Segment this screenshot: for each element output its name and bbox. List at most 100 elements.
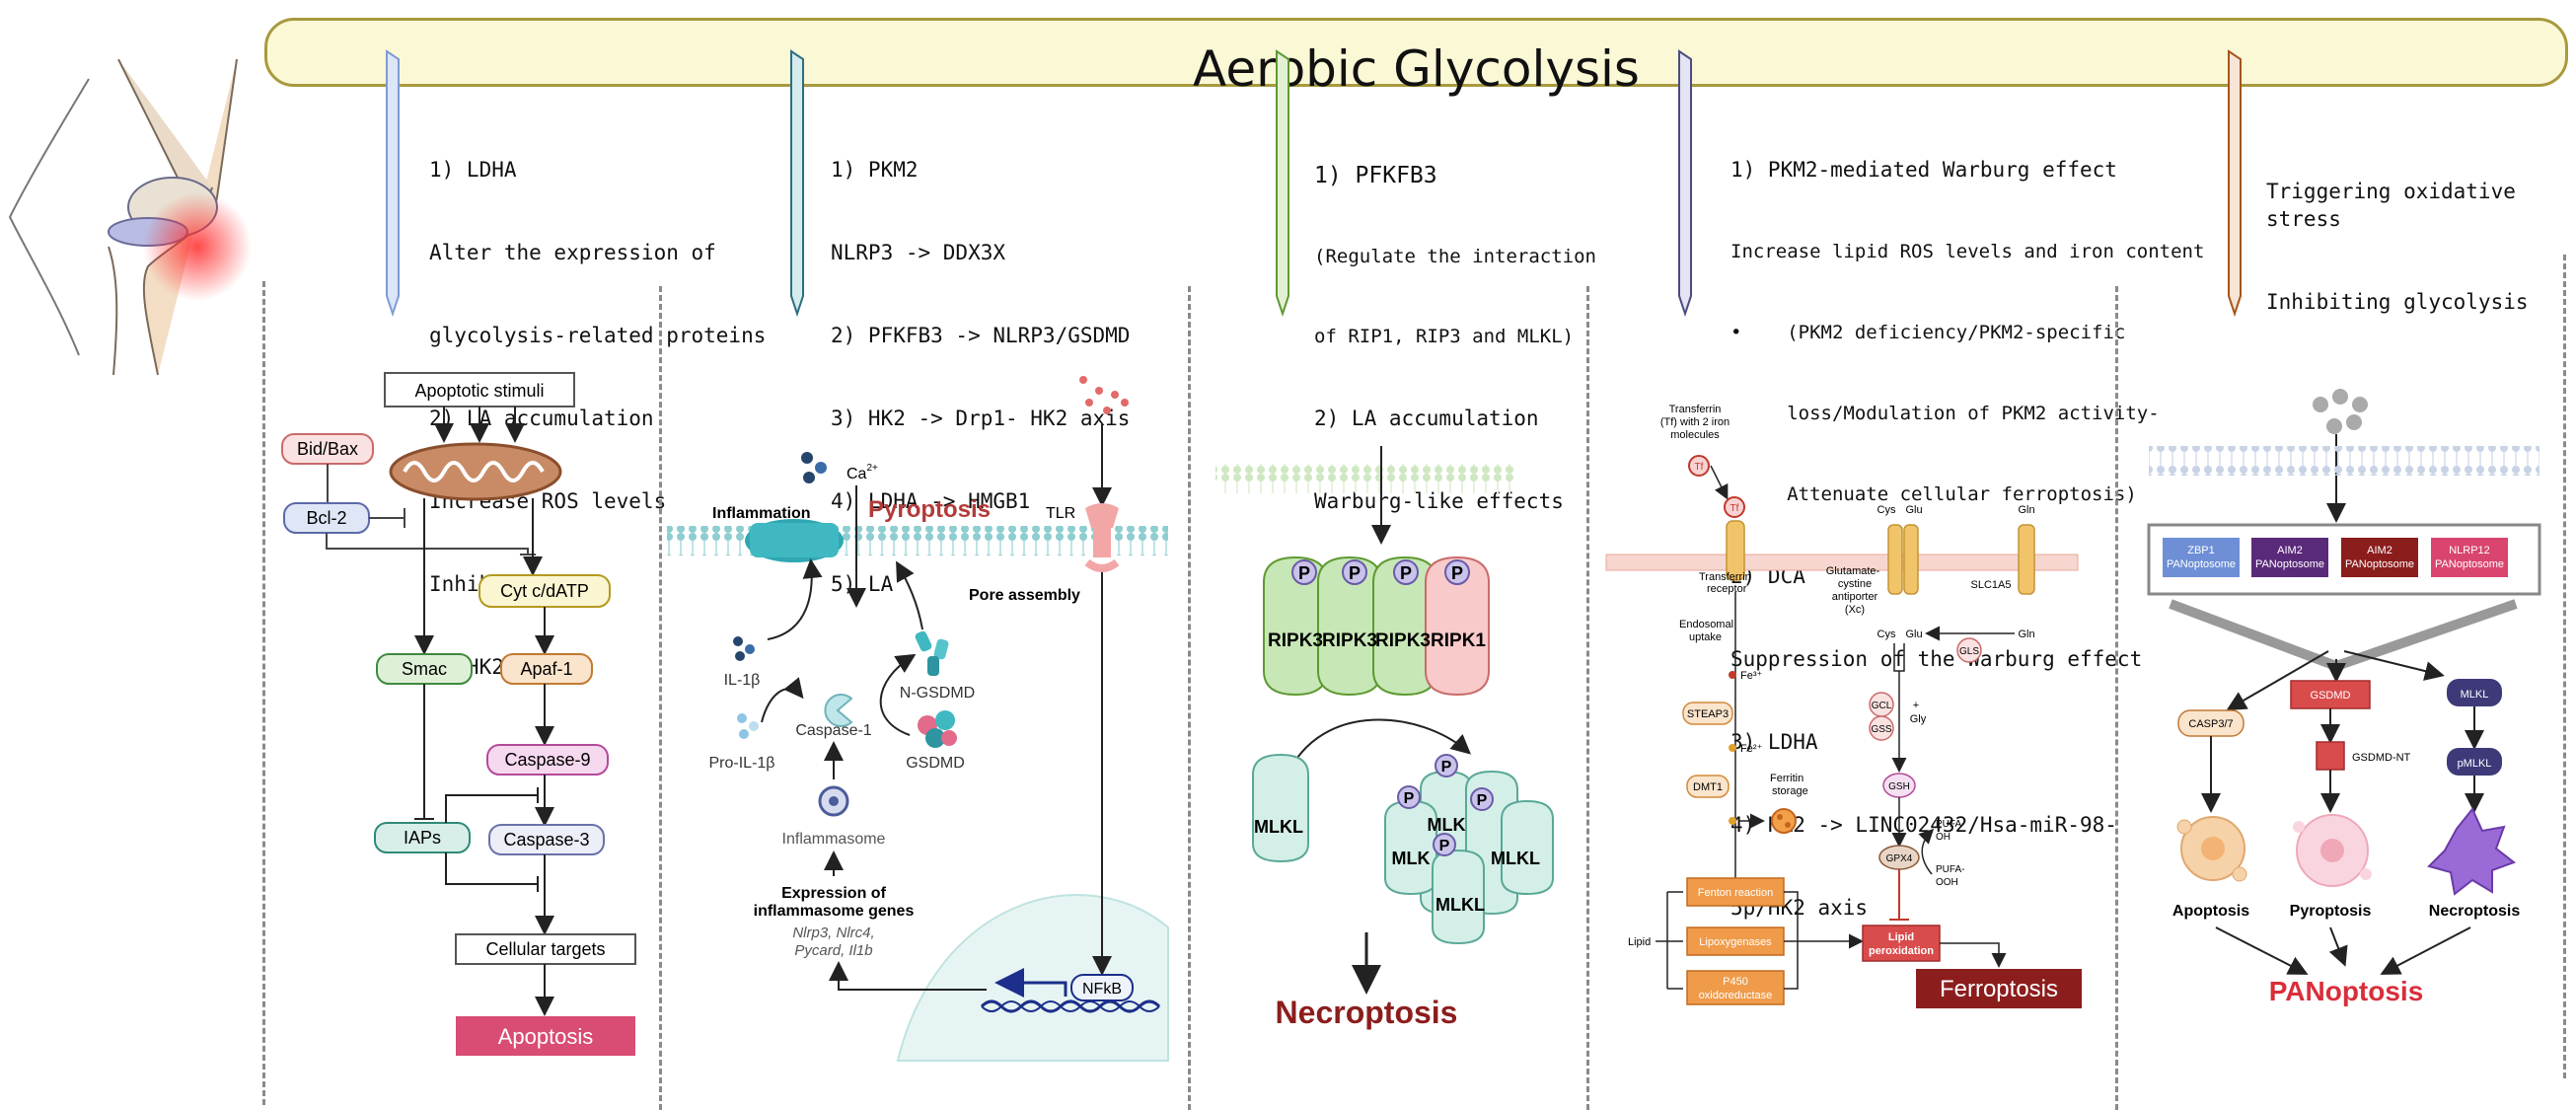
antiporter-label-1: Glutamate- (1826, 565, 1880, 577)
il1b-label: IL-1β (724, 672, 761, 689)
ferritin-icon (1771, 808, 1797, 834)
cytc-label: Cyt c/dATP (500, 581, 589, 601)
divider (1188, 286, 1191, 1110)
mlkl-label: MLKL (2461, 689, 2489, 701)
cys-label: Cys (1877, 629, 1896, 640)
genes-label-2: Pycard, Il1b (794, 942, 872, 959)
pyroptotic-cell-icon (2293, 814, 2372, 887)
transferrin-receptor-label-2: receptor (1707, 583, 1747, 595)
aim2-panoptosome-box (2251, 538, 2328, 577)
lipid-label: Lipid (1628, 936, 1651, 948)
nfkb-box (1070, 974, 1134, 1001)
fenton-label: Fenton reaction (1698, 887, 1773, 899)
mlkl-monomer (1252, 753, 1309, 863)
mlk-label: MLK (1392, 849, 1431, 868)
fe2-label: Fe²⁺ (1740, 743, 1763, 755)
column-1-line: glycolysis-related proteins (429, 324, 767, 347)
cellular-targets-box (455, 933, 636, 965)
panoptosis-outcome-label: PANoptosis (2269, 976, 2424, 1006)
glu-label: Glu (1905, 629, 1922, 640)
transferrin-label-1: Transferrin (1669, 404, 1722, 415)
pro-il1b-label: Pro-IL-1β (709, 755, 775, 772)
plus-label: + (1913, 700, 1919, 711)
marker-5 (2228, 49, 2242, 318)
cell-membrane (2149, 446, 2539, 476)
pyroptosis-panel: Inflammation Ca2+ Pyroptosis TLR Pore as… (667, 376, 1169, 1062)
slc1a5-label: SLC1A5 (1971, 579, 2012, 591)
column-2-line: NLRP3 -> DDX3X (831, 241, 1006, 264)
mlkl-label: MLKL (1491, 849, 1540, 868)
mitochondrion-icon (389, 442, 562, 501)
ripk3-label: RIPK3 (1268, 630, 1323, 651)
marker-2 (790, 49, 804, 318)
mlkl-oligomer (1384, 754, 1554, 945)
aim2-label: AIM2 (2277, 545, 2303, 556)
column-4-line: Attenuate cellular ferroptosis) (1730, 483, 2137, 505)
lipid-peroxidation-label-1: Lipid (1888, 931, 1914, 943)
dmt1-label: DMT1 (1693, 781, 1723, 793)
apaf1-box (500, 653, 593, 685)
p450-label-2: oxidoreductase (1699, 990, 1773, 1001)
caspase9-box (486, 744, 609, 776)
column-5-text: Triggering oxidative stress Inhibiting g… (2266, 122, 2576, 343)
caspase9-label: Caspase-9 (504, 750, 590, 770)
necroptosis-outcome-label: Necroptosis (1276, 995, 1458, 1030)
divider (2115, 286, 2118, 1110)
iaps-label: IAPs (404, 828, 441, 848)
ferroptosis-panel: Transferrin (Tf) with 2 iron molecules T… (1605, 404, 2082, 1008)
p-label: P (1404, 790, 1415, 807)
nlrp12-panoptosome-box (2431, 538, 2508, 577)
apoptotic-cell-icon (2176, 816, 2247, 882)
antiporter-label-4: (Xc) (1845, 604, 1865, 616)
p-label: P (1400, 563, 1412, 583)
inflammasome-label: Inflammasome (782, 831, 886, 848)
expression-label-2: inflammasome genes (754, 903, 915, 920)
apoptosis-panel: Apoptotic stimuli Bid/Bax Bcl-2 Cyt c/dA… (281, 372, 636, 1056)
ca-label: Ca2+ (846, 463, 878, 482)
tf-label: Tf (1695, 462, 1704, 473)
aim2-panoptosome-box-2 (2341, 538, 2418, 577)
column-4-line: 1) PKM2-mediated Warburg effect (1730, 158, 2117, 182)
tlr-receptor-icon (1084, 503, 1120, 572)
column-2-line: 3) HK2 -> Drp1- HK2 axis (831, 407, 1131, 430)
phospho-p-icon (1291, 559, 1470, 585)
cell-death-diagram: Apoptotic stimuli Bid/Bax Bcl-2 Cyt c/dA… (281, 372, 2541, 1062)
glu-label: Glu (1905, 504, 1922, 516)
cys-label: Cys (1877, 504, 1896, 516)
expression-label-1: Expression of (781, 885, 886, 902)
transferrin-receptor-icon (1726, 520, 1745, 581)
transferrin-label-3: molecules (1670, 429, 1720, 441)
p-label: P (1298, 563, 1310, 583)
bid-bax-label: Bid/Bax (297, 439, 358, 459)
mlk-label: MLK (1428, 815, 1466, 835)
zbp1-panoptosome-box (2163, 538, 2240, 577)
column-2-line: 4) LDHA -> HMGB1 (831, 489, 1031, 513)
gly-label: Gly (1910, 713, 1927, 725)
smac-label: Smac (402, 659, 447, 679)
endosomal-label-1: Endosomal (1679, 619, 1733, 630)
caspase3-box (488, 824, 605, 855)
tlr-label: TLR (1046, 505, 1075, 522)
zbp1-label: ZBP1 (2187, 545, 2215, 556)
column-4-line: • (PKM2 deficiency/PKM2-specific (1730, 322, 2126, 343)
mlkl-label: MLKL (1254, 817, 1303, 837)
knee-illustration (8, 59, 252, 375)
cell-membrane (667, 526, 1168, 555)
gln-label: Gln (2018, 504, 2034, 516)
ripk1-label: RIPK1 (1431, 630, 1486, 651)
column-4-line: Increase lipid ROS levels and iron conte… (1730, 241, 2205, 262)
column-5-line: Inhibiting glycolysis (2266, 290, 2529, 314)
gls-label: GLS (1959, 646, 1979, 657)
genes-label-1: Nlrp3, Nlrc4, (792, 925, 874, 941)
steap3-label: STEAP3 (1687, 708, 1729, 720)
banner-title: Aerobic Glycolysis (1193, 40, 1640, 98)
pro-il1b-icon (737, 713, 759, 739)
divider (262, 281, 265, 1105)
pamp-dots (1079, 376, 1129, 414)
apoptosis-outcome-label: Apoptosis (498, 1024, 594, 1049)
aerobic-glycolysis-banner: Aerobic Glycolysis (264, 18, 2568, 98)
cell-membrane (1605, 554, 2079, 571)
p-label: P (1439, 838, 1450, 854)
apoptosis-label: Apoptosis (2172, 903, 2249, 920)
column-1-line: Alter the expression of (429, 241, 716, 264)
